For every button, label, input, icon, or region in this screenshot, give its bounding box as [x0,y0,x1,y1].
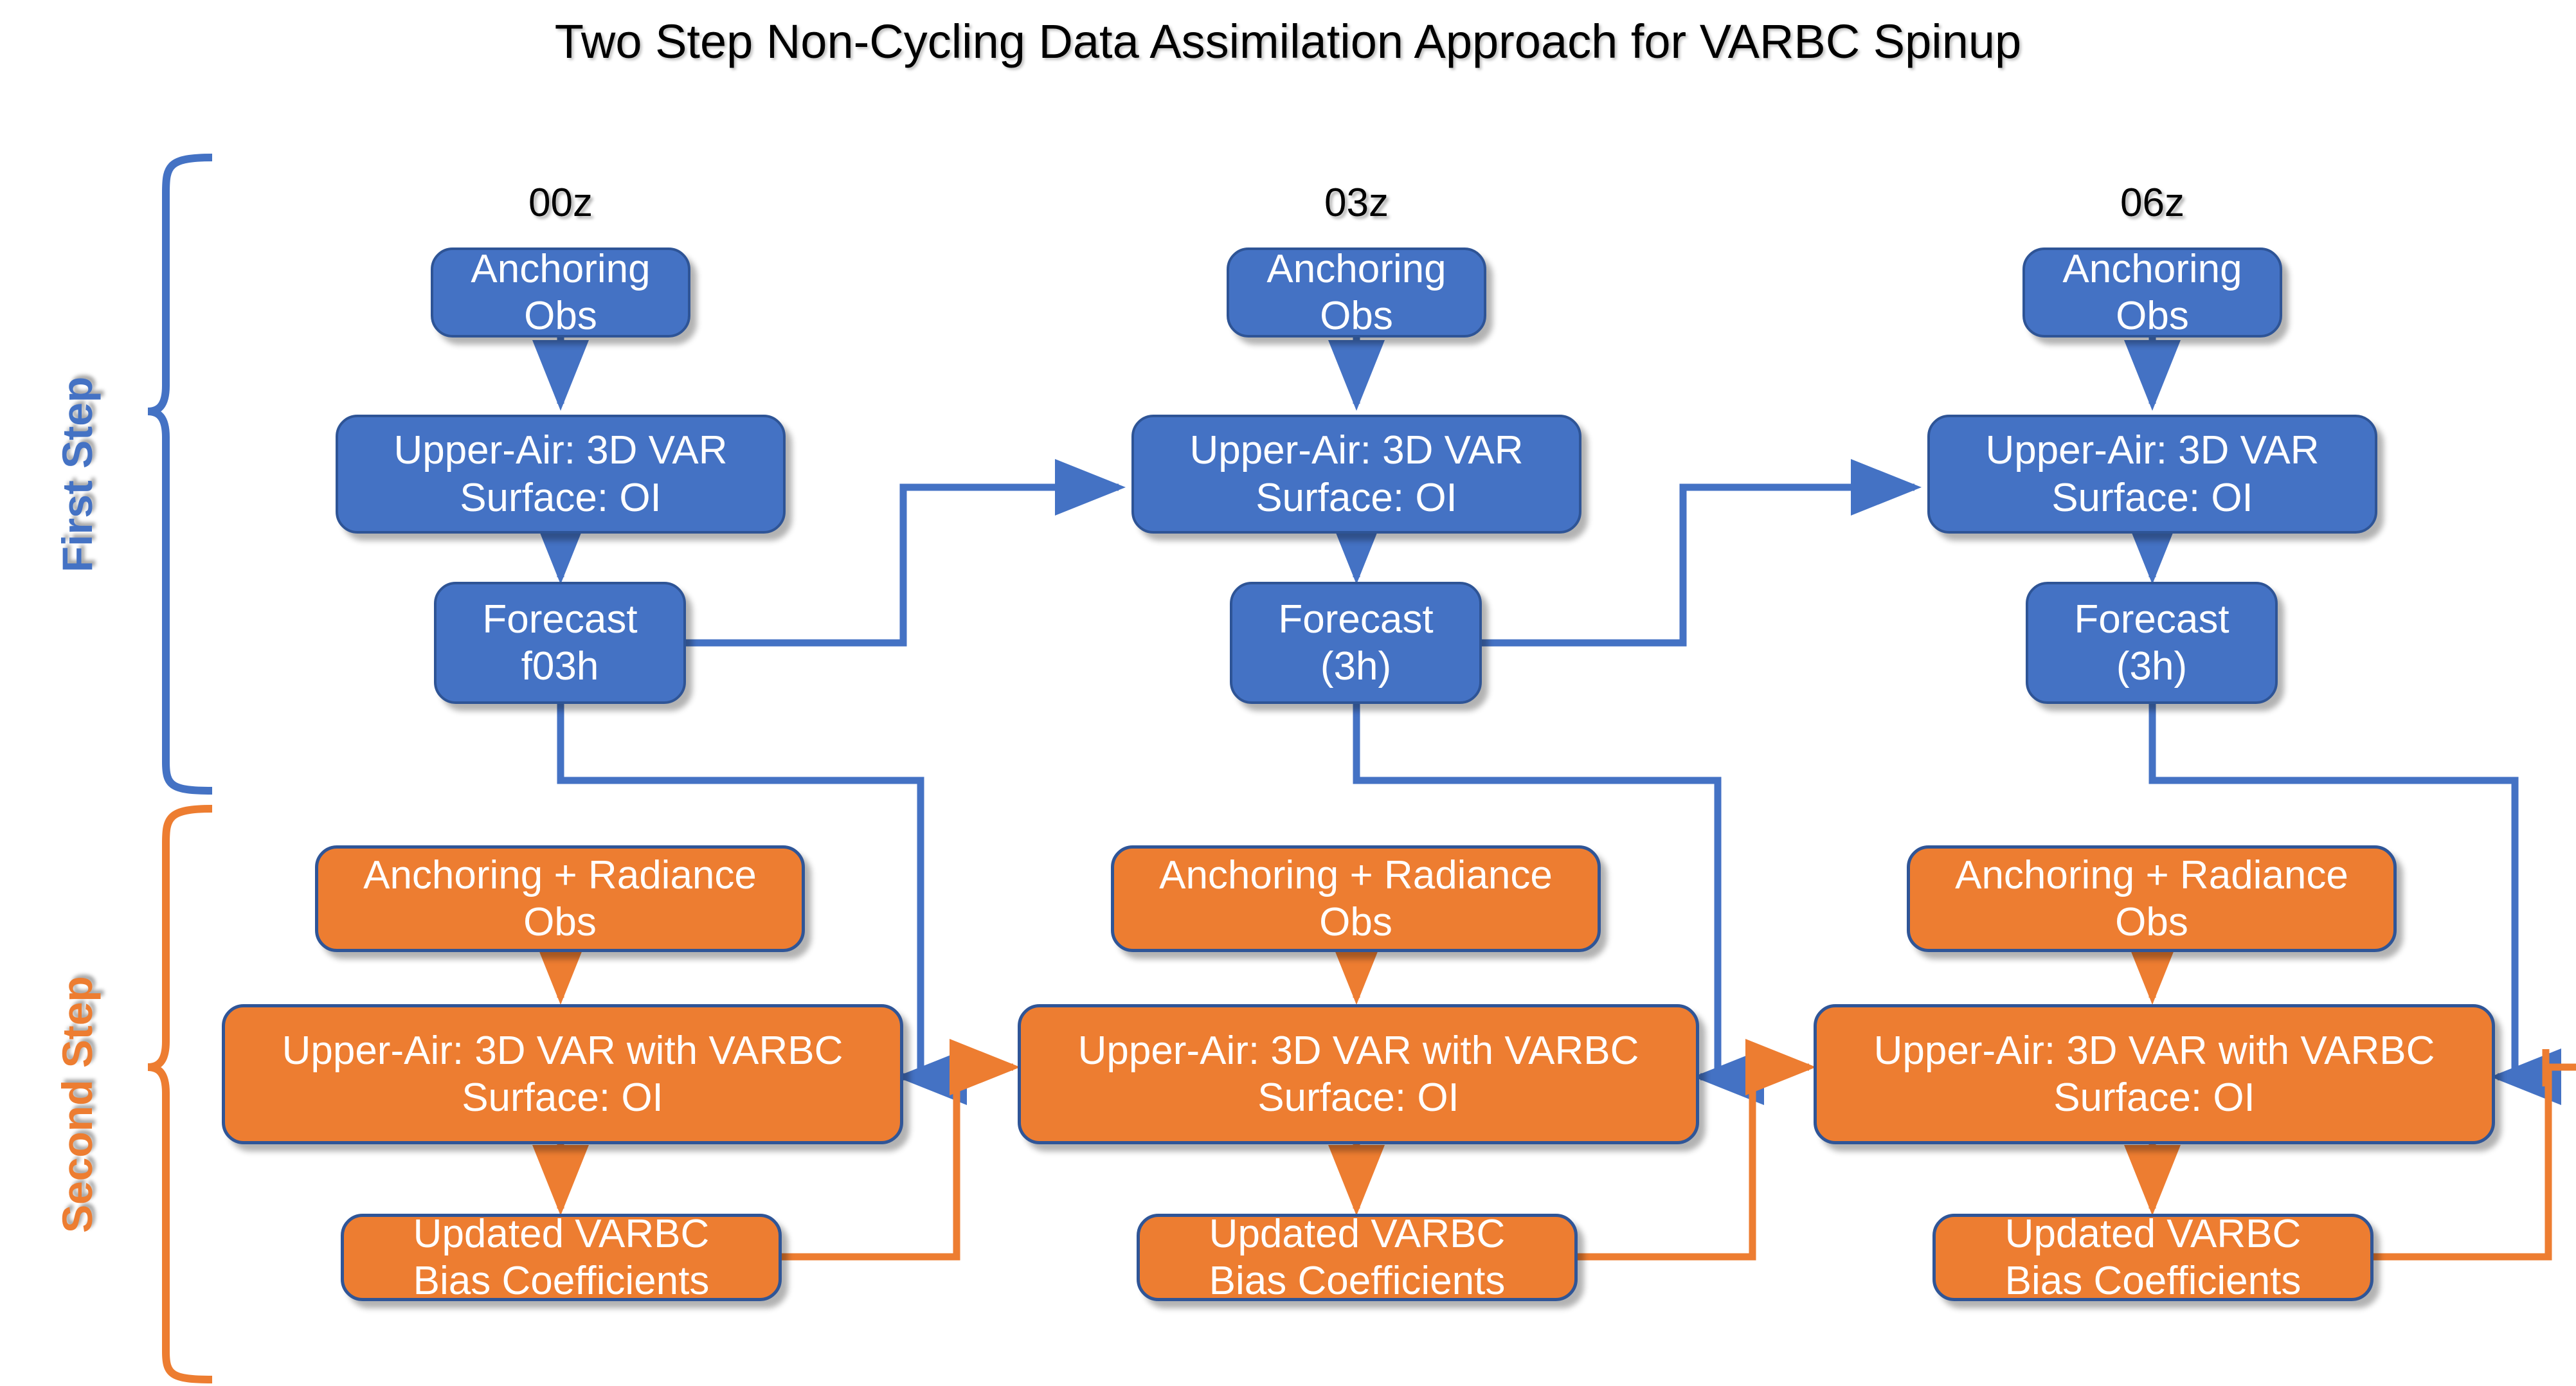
node-line-2: Surface: OI [2051,475,2253,520]
node-analysis-varbc-03z[interactable]: Upper-Air: 3D VAR with VARBC Surface: OI [1018,1004,1699,1144]
node-line-1: Anchoring + Radiance [1159,852,1553,897]
arrow-forecast3-to-second-analysis3 [2148,704,2561,1105]
node-line-2: Obs [1319,900,1392,944]
node-line-2: Surface: OI [462,1076,663,1120]
node-line-1: Anchoring [471,246,651,291]
node-line-2: f03h [521,644,599,688]
column-header-06z: 06z [2120,181,2184,225]
node-line-2: Bias Coefficients [2004,1259,2301,1303]
node-updated-varbc-03z[interactable]: Updated VARBC Bias Coefficients [1137,1212,1578,1303]
node-analysis-varbc-06z[interactable]: Upper-Air: 3D VAR with VARBC Surface: OI [1814,1004,2495,1144]
node-updated-varbc-06z[interactable]: Updated VARBC Bias Coefficients [1932,1212,2373,1303]
node-analysis-03z[interactable]: Upper-Air: 3D VAR Surface: OI [1131,415,1581,534]
second-step-label: Second Step [53,976,101,1233]
node-line-1: Updated VARBC [2004,1211,2301,1256]
node-line-1: Anchoring [1266,246,1446,291]
second-step-brace [147,805,213,1383]
page-title: Two Step Non-Cycling Data Assimilation A… [554,15,2022,68]
node-line-2: Bias Coefficients [413,1259,710,1303]
node-line-1: Forecast [1278,597,1434,642]
node-line-1: Anchoring + Radiance [1955,852,2348,897]
node-line-1: Upper-Air: 3D VAR [1985,428,2319,473]
node-updated-varbc-00z[interactable]: Updated VARBC Bias Coefficients [341,1212,782,1303]
node-anchoring-obs-06z[interactable]: Anchoring Obs [2022,246,2282,338]
node-anchoring-obs-03z[interactable]: Anchoring Obs [1227,246,1486,338]
node-line-2: Obs [1320,294,1393,338]
node-line-1: Forecast [2074,597,2229,642]
node-line-2: (3h) [2116,644,2188,688]
node-analysis-varbc-00z[interactable]: Upper-Air: 3D VAR with VARBC Surface: OI [222,1004,903,1144]
node-line-1: Forecast [482,597,638,642]
node-line-1: Upper-Air: 3D VAR [1189,428,1524,473]
node-line-1: Upper-Air: 3D VAR [393,428,728,473]
node-line-2: Obs [2115,900,2188,944]
column-header-00z: 00z [528,181,593,225]
node-line-2: Obs [524,294,597,338]
node-anchoring-radiance-obs-03z[interactable]: Anchoring + Radiance Obs [1111,845,1601,952]
arrow-forecast2-to-analysis3 [1481,459,1922,647]
arrow-forecast1-to-analysis2 [685,459,1126,647]
column-header-03z: 03z [1324,181,1389,225]
first-step-label: First Step [53,376,101,573]
arrow-varbc1-to-analysis2 [781,1039,1020,1261]
node-line-2: Bias Coefficients [1209,1259,1506,1303]
first-step-brace [147,154,213,795]
node-line-2: Surface: OI [1257,1076,1459,1120]
arrow-varbc3-to-next-cycle [2373,1063,2576,1261]
node-line-1: Updated VARBC [413,1211,710,1256]
node-analysis-06z[interactable]: Upper-Air: 3D VAR Surface: OI [1927,415,2377,534]
node-analysis-00z[interactable]: Upper-Air: 3D VAR Surface: OI [336,415,786,534]
node-line-2: Surface: OI [1256,475,1457,520]
node-line-1: Anchoring [2062,246,2242,291]
node-line-2: (3h) [1320,644,1392,688]
node-line-1: Upper-Air: 3D VAR with VARBC [1077,1028,1639,1073]
node-forecast-06z[interactable]: Forecast (3h) [2026,582,2278,704]
arrow-forecast2-to-second-analysis2 [1353,704,1764,1105]
node-anchoring-radiance-obs-06z[interactable]: Anchoring + Radiance Obs [1907,845,2397,952]
arrow-varbc2-to-analysis3 [1577,1039,1816,1261]
node-line-1: Upper-Air: 3D VAR with VARBC [282,1028,843,1073]
node-line-2: Surface: OI [460,475,662,520]
node-anchoring-radiance-obs-00z[interactable]: Anchoring + Radiance Obs [315,845,805,952]
node-line-1: Updated VARBC [1209,1211,1506,1256]
node-anchoring-obs-00z[interactable]: Anchoring Obs [431,246,690,338]
node-line-2: Surface: OI [2053,1076,2255,1120]
arrow-forecast1-to-second-analysis1 [557,704,967,1105]
node-forecast-00z[interactable]: Forecast f03h [434,582,686,704]
node-line-2: Obs [523,900,597,944]
node-line-1: Upper-Air: 3D VAR with VARBC [1873,1028,2435,1073]
node-line-2: Obs [2116,294,2189,338]
node-line-1: Anchoring + Radiance [363,852,757,897]
node-forecast-03z[interactable]: Forecast (3h) [1230,582,1482,704]
